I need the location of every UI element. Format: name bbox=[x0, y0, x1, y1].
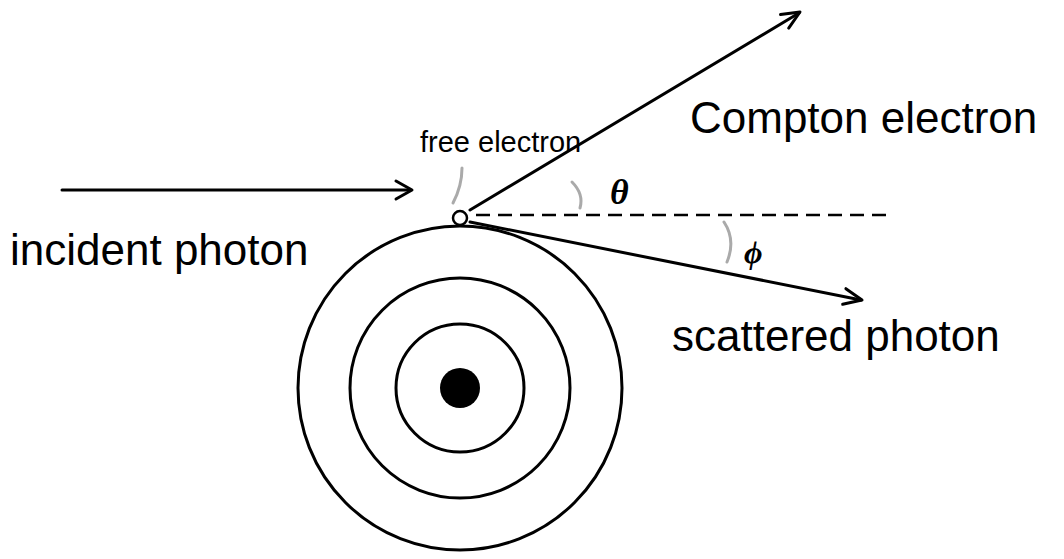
angle-symbol: θ bbox=[610, 174, 629, 210]
inner-shell bbox=[396, 324, 524, 452]
reference-dashed-line bbox=[476, 214, 892, 217]
nucleus bbox=[440, 368, 480, 408]
theta-angle-arc bbox=[572, 182, 581, 208]
arrowhead bbox=[396, 181, 412, 199]
scattered-photon-arrow bbox=[470, 222, 861, 300]
outer-shell bbox=[298, 226, 622, 550]
arrowhead bbox=[843, 289, 862, 305]
part-label: incident photon bbox=[10, 228, 308, 272]
part-label: scattered photon bbox=[672, 314, 1000, 358]
middle-shell bbox=[350, 278, 570, 498]
arrowhead bbox=[781, 12, 801, 28]
part-label: Compton electron bbox=[690, 96, 1037, 140]
phi-angle-arc bbox=[724, 222, 731, 262]
leader-line bbox=[453, 168, 462, 203]
angle-symbol: ϕ bbox=[744, 236, 763, 268]
electron-dot bbox=[453, 211, 467, 225]
incident-photon-arrow bbox=[62, 189, 410, 192]
part-label: free electron bbox=[420, 128, 581, 157]
